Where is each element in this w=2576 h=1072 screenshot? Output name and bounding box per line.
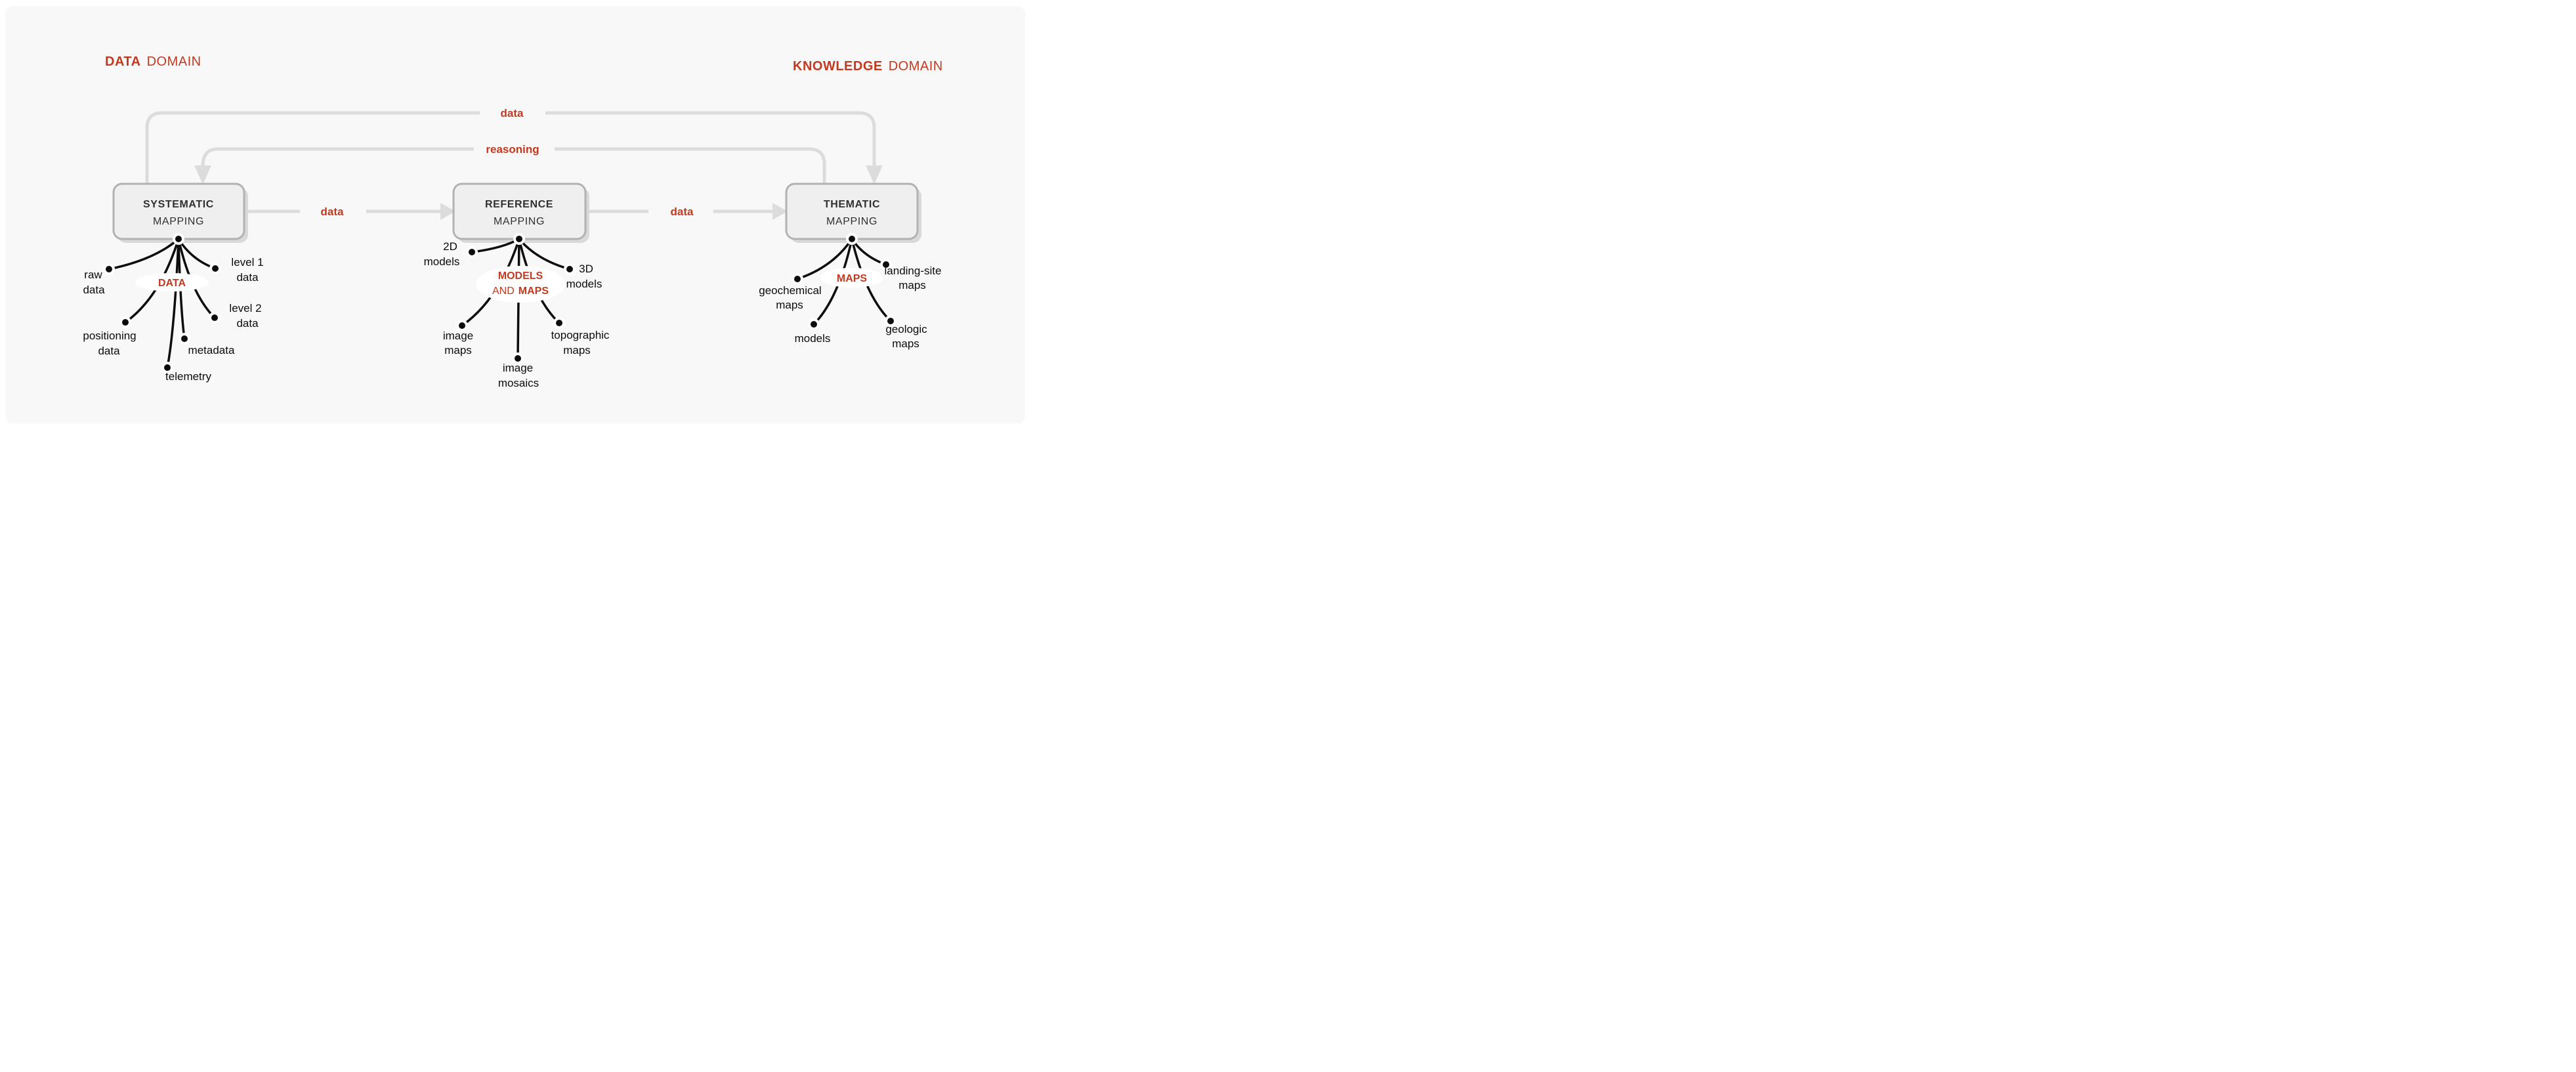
leaf-node: [556, 320, 562, 326]
arrow-down-icon: [866, 165, 883, 184]
hub-node: [849, 236, 855, 242]
leaf-node: [883, 261, 889, 268]
leaf-node: [459, 322, 465, 329]
connector-data-label: data: [671, 205, 694, 218]
models-and-maps-center-label-line1: MODELS: [498, 270, 543, 282]
fan-curve: [517, 238, 520, 360]
arrow-right-icon: [772, 203, 788, 220]
reasoning-loop-right-segment: [555, 147, 826, 184]
leaf-node: [122, 319, 129, 326]
reasoning-feedback-loop: reasoning: [194, 143, 826, 184]
reasoning-loop-label: reasoning: [486, 143, 539, 156]
fan-curve: [177, 238, 186, 340]
reference-mapping-box: [452, 182, 587, 240]
connector-data-label: data: [321, 205, 345, 218]
fan-curve: [108, 238, 180, 270]
center-label-ellipse: [476, 266, 565, 303]
maps-center-label: MAPS: [837, 273, 868, 284]
leaf-label-metadata: metadata: [188, 344, 235, 356]
leaf-node: [566, 266, 573, 272]
leaf-node: [794, 276, 801, 282]
fan-curve: [796, 238, 853, 280]
fan-curve: [851, 238, 892, 322]
data-loop-left-segment: [145, 111, 480, 184]
hub-node: [175, 236, 182, 242]
leaf-node: [181, 335, 188, 342]
fan-curve: [813, 238, 853, 326]
systematic-mapping-box: [112, 182, 245, 240]
data-center-label: DATA: [158, 278, 186, 289]
center-label-ellipse: [135, 273, 209, 291]
leaf-label-telemetry: telemetry: [165, 370, 211, 383]
leaf-node: [212, 265, 219, 272]
arrow-right-icon: [440, 203, 455, 220]
hub-node: [516, 236, 522, 242]
connector-systematic-to-reference: data: [245, 203, 455, 220]
data-loop-label: data: [501, 107, 524, 119]
leaf-node: [811, 321, 817, 328]
thematic-mapping-box: [785, 182, 919, 240]
data-loop-right-segment: [545, 111, 876, 167]
leaf-node: [515, 355, 521, 362]
leaf-node: [469, 249, 475, 255]
reasoning-loop-left-segment: [201, 147, 474, 167]
leaf-label-models: models: [795, 332, 831, 345]
leaf-node: [164, 364, 171, 371]
center-label-ellipse: [820, 268, 883, 288]
leaf-node: [211, 314, 218, 321]
arrow-down-icon: [194, 165, 211, 184]
data-feedback-loop: data: [145, 107, 883, 184]
leaf-node: [887, 318, 894, 324]
connector-reference-to-thematic: data: [586, 203, 788, 220]
fan-curve: [166, 238, 180, 369]
leaf-node: [106, 266, 112, 272]
